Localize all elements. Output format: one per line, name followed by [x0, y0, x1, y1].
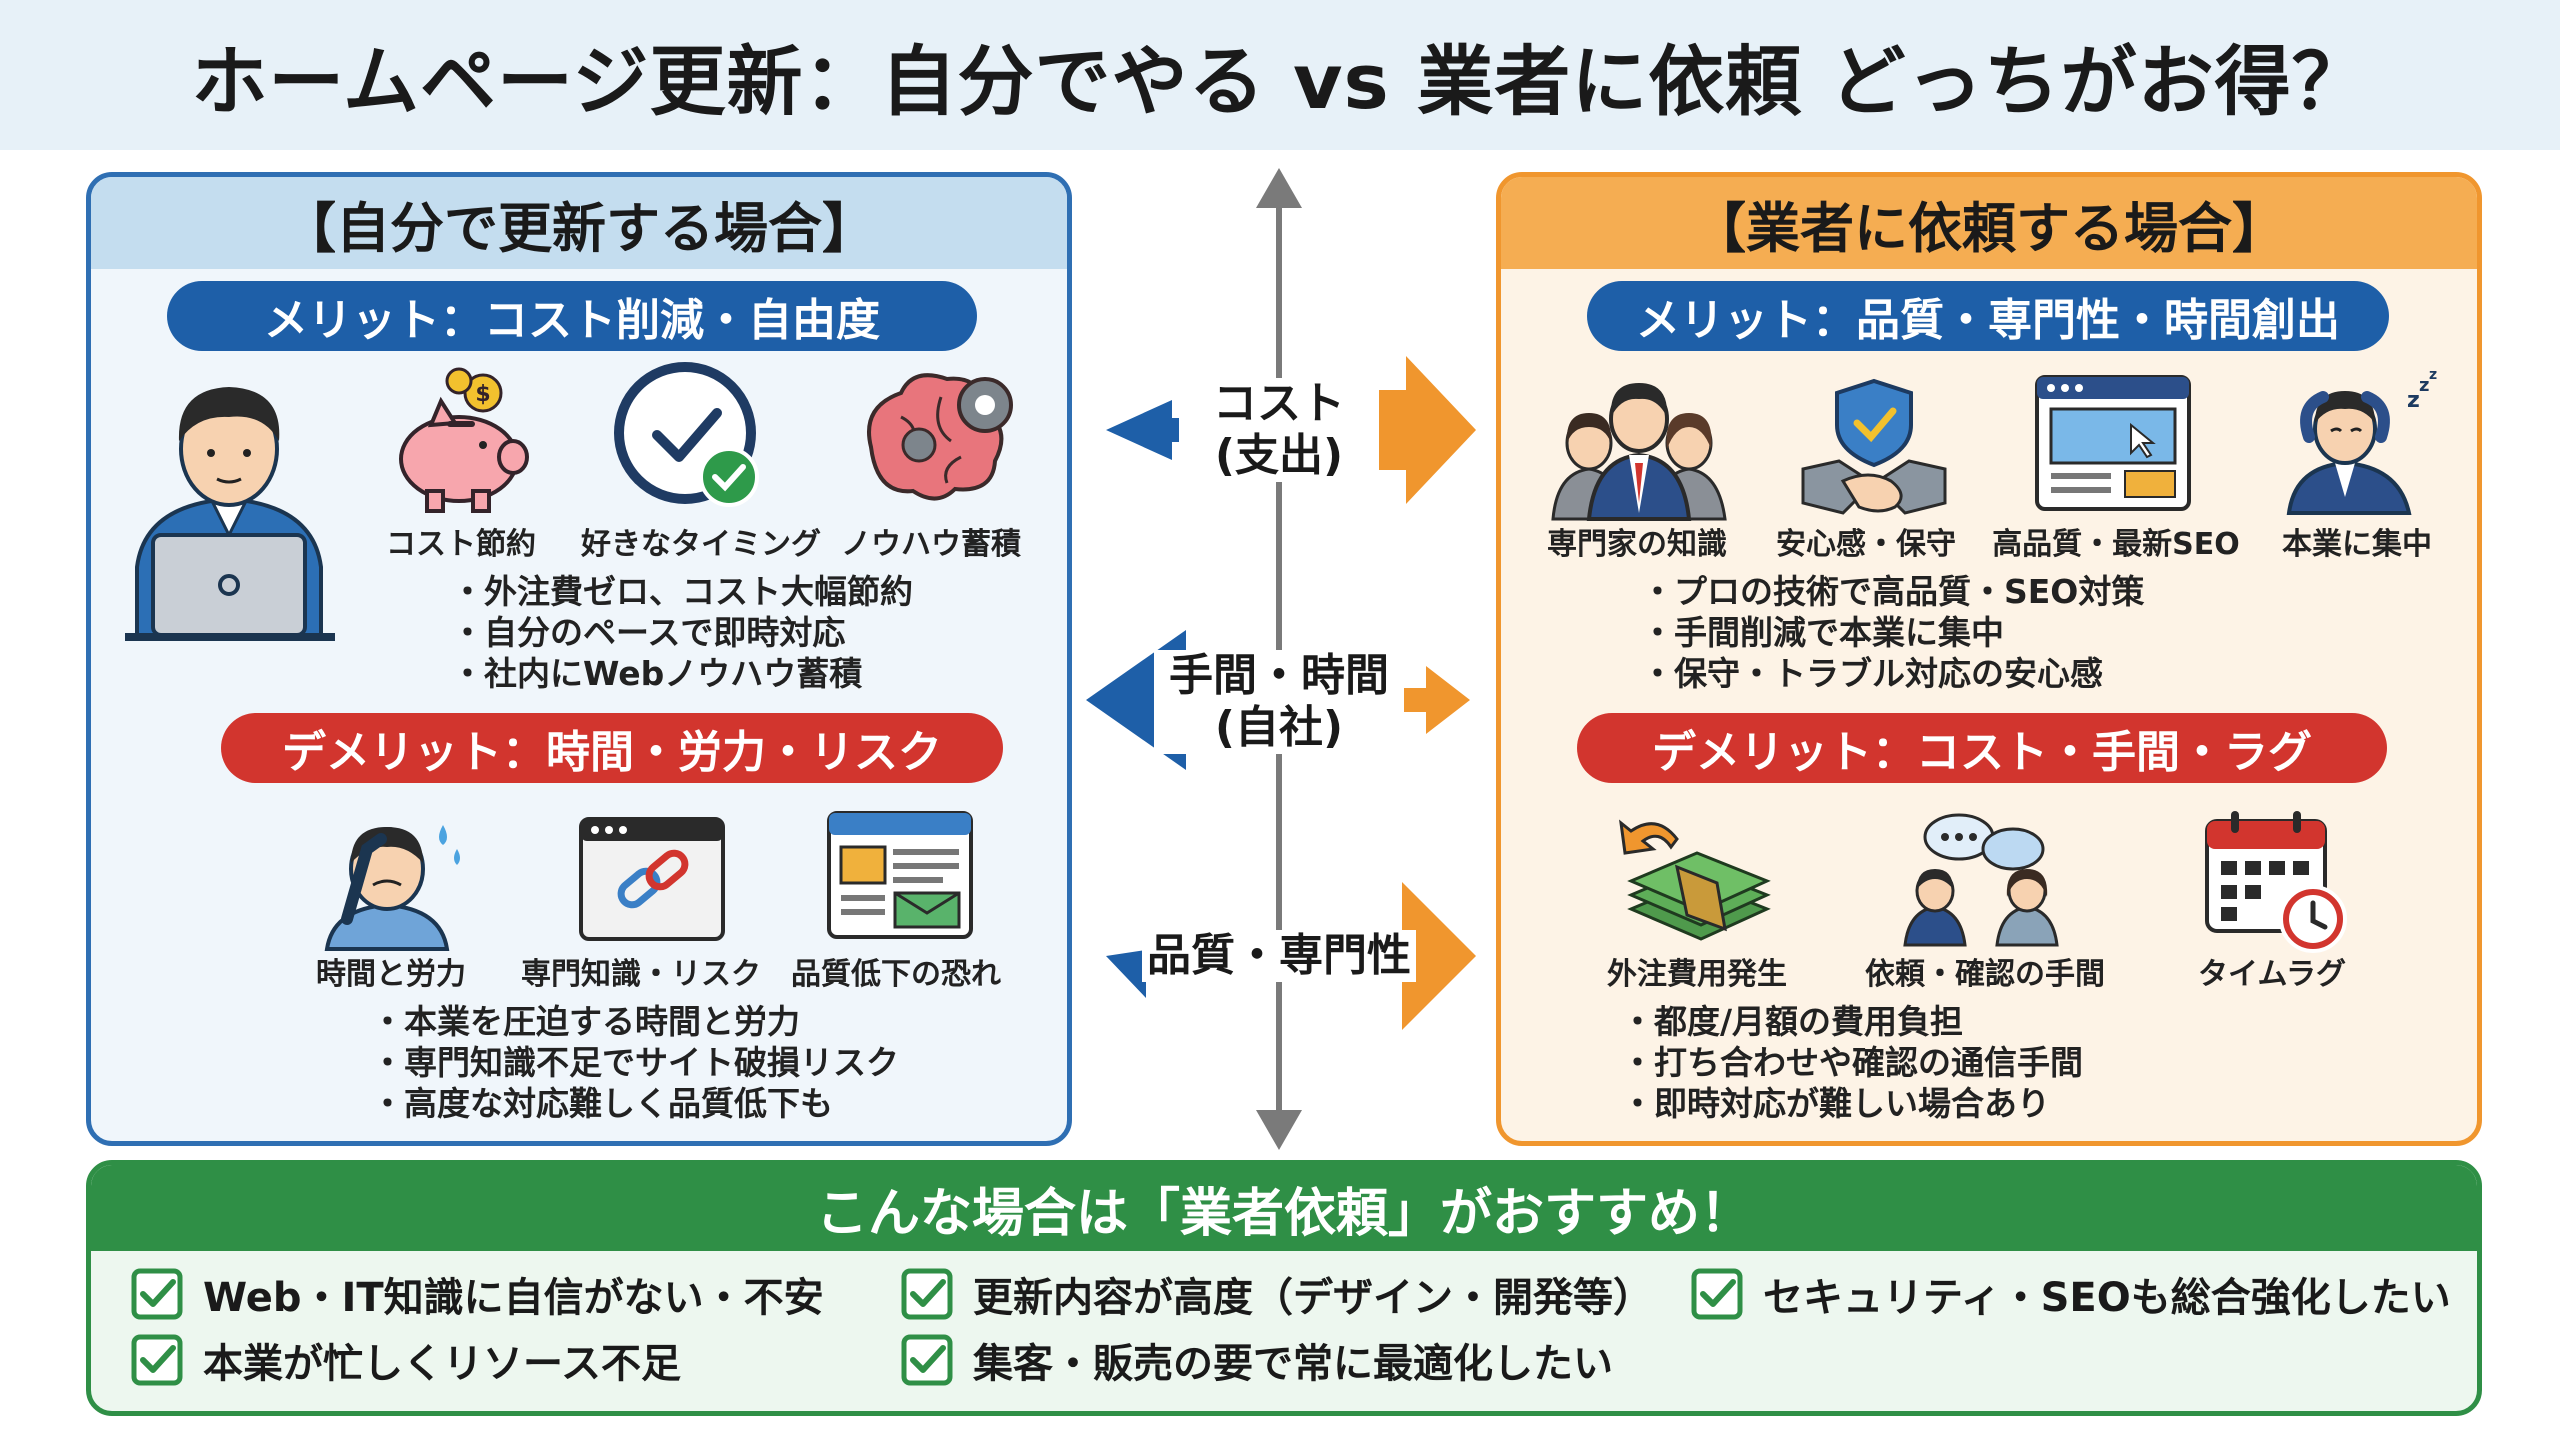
cost-right-arrow — [1356, 356, 1476, 504]
icon-caption: 品質低下の恐れ — [791, 957, 1001, 992]
title-band: ホームページ更新：自分でやる vs 業者に依頼 どっちがお得？ — [0, 0, 2560, 150]
brain-gear-icon — [867, 373, 1013, 501]
bullet-item: 自分のペースで即時対応 — [451, 612, 913, 653]
icon-caption: ノウハウ蓄積 — [841, 527, 1021, 562]
self-update-heading: 【自分で更新する場合】 — [91, 177, 1067, 269]
bullet-item: 手間削減で本業に集中 — [1641, 612, 2144, 653]
handshake-shield-icon — [1801, 378, 1947, 515]
bullet-item: 外注費ゼロ、コスト大幅節約 — [451, 571, 913, 612]
checkbox-icon — [131, 1268, 183, 1320]
page-title: ホームページ更新：自分でやる vs 業者に依頼 どっちがお得？ — [191, 37, 2369, 126]
comparison-axis: コスト (支出) 手間・時間 (自社) 品質・専門性 — [1066, 160, 1492, 1150]
icon-caption: 好きなタイミング — [581, 527, 821, 562]
calendar-clock-icon — [2205, 811, 2347, 953]
recommend-item: 更新内容が高度（デザイン・開発等） — [901, 1265, 1653, 1323]
icon-caption: 安心感・保守 — [1776, 527, 1956, 562]
bullet-item: 社内にWebノウハウ蓄積 — [451, 653, 913, 694]
cost-left-arrow — [1106, 400, 1206, 460]
bullet-item: プロの技術で高品質・SEO対策 — [1641, 571, 2144, 612]
self-merit-bullets: 外注費ゼロ、コスト大幅節約 自分のペースで即時対応 社内にWebノウハウ蓄積 — [451, 571, 913, 694]
icon-caption: 本業に集中 — [2282, 527, 2432, 562]
vendor-demerit-bullets: 都度/月額の費用負担 打ち合わせや確認の通信手間 即時対応が難しい場合あり — [1621, 1001, 2083, 1124]
recommend-item: 集客・販売の要で常に最適化したい — [901, 1331, 1613, 1389]
clock-check-icon — [614, 362, 759, 507]
relaxed-person-icon: z z z — [2286, 367, 2437, 515]
recommend-item: 本業が忙しくリソース不足 — [131, 1331, 681, 1389]
icon-caption: 依頼・確認の手間 — [1865, 957, 2105, 992]
self-update-panel: 【自分で更新する場合】 メリット：コスト削減・自由度 $ — [86, 172, 1072, 1146]
icon-caption: 外注費用発生 — [1607, 957, 1787, 992]
bullet-item: 高度な対応難しく品質低下も — [371, 1083, 899, 1124]
checkbox-icon — [131, 1334, 183, 1386]
money-stack-icon — [1619, 819, 1771, 941]
broken-link-icon — [579, 817, 725, 941]
vendor-merit-bullets: プロの技術で高品質・SEO対策 手間削減で本業に集中 保守・トラブル対応の安心感 — [1641, 571, 2144, 694]
checkbox-icon — [1691, 1268, 1743, 1320]
bullet-item: 保守・トラブル対応の安心感 — [1641, 653, 2144, 694]
effort-label: 手間・時間 (自社) — [1154, 650, 1404, 754]
icon-caption: 時間と労力 — [316, 957, 466, 992]
recommendation-heading: こんな場合は「業者依頼」がおすすめ！ — [91, 1165, 2477, 1251]
browser-window-icon — [2035, 375, 2191, 511]
bullet-item: 打ち合わせや確認の通信手間 — [1621, 1042, 2083, 1083]
vendor-panel: 【業者に依頼する場合】 メリット：品質・専門性・時間創出 — [1496, 172, 2482, 1146]
effort-right-arrow — [1386, 666, 1470, 734]
bullet-item: 即時対応が難しい場合あり — [1621, 1083, 2083, 1124]
svg-text:z: z — [2429, 367, 2437, 383]
icon-caption: 高品質・最新SEO — [1992, 527, 2240, 562]
svg-text:$: $ — [475, 382, 490, 407]
chat-people-icon — [1903, 813, 2059, 947]
checkbox-icon — [901, 1334, 953, 1386]
bullet-item: 都度/月額の費用負担 — [1621, 1001, 2083, 1042]
recommend-item: セキュリティ・SEOも総合強化したい — [1691, 1265, 2451, 1323]
svg-text:z: z — [2407, 388, 2420, 413]
cost-label: コスト (支出) — [1179, 378, 1379, 482]
vendor-merit-pill: メリット：品質・専門性・時間創出 — [1587, 281, 2389, 351]
person-laptop-icon — [125, 387, 335, 641]
svg-text:z: z — [2419, 375, 2429, 396]
quality-right-arrow — [1356, 882, 1476, 1030]
recommendation-box: こんな場合は「業者依頼」がおすすめ！ Web・IT知識に自信がない・不安 更新内… — [86, 1160, 2482, 1416]
self-demerit-pill: デメリット：時間・労力・リスク — [221, 713, 1003, 783]
checkbox-icon — [901, 1268, 953, 1320]
icon-caption: タイムラグ — [2198, 957, 2346, 992]
vendor-heading: 【業者に依頼する場合】 — [1501, 177, 2477, 269]
bullet-item: 専門知識不足でサイト破損リスク — [371, 1042, 899, 1083]
self-merit-pill: メリット：コスト削減・自由度 — [167, 281, 977, 351]
quality-label: 品質・専門性 — [1142, 930, 1416, 982]
vendor-demerit-pill: デメリット：コスト・手間・ラグ — [1577, 713, 2387, 783]
layout-warning-icon — [827, 811, 973, 939]
stressed-person-icon — [324, 825, 460, 951]
recommend-item: Web・IT知識に自信がない・不安 — [131, 1265, 824, 1323]
icon-caption: 専門家の知識 — [1547, 527, 1727, 562]
icon-caption: 専門知識・リスク — [521, 957, 761, 992]
bullet-item: 本業を圧迫する時間と労力 — [371, 1001, 899, 1042]
icon-caption: コスト節約 — [386, 527, 536, 562]
piggy-bank-icon: $ — [399, 367, 529, 513]
self-demerit-bullets: 本業を圧迫する時間と労力 専門知識不足でサイト破損リスク 高度な対応難しく品質低… — [371, 1001, 899, 1124]
experts-team-icon — [1551, 383, 1727, 521]
